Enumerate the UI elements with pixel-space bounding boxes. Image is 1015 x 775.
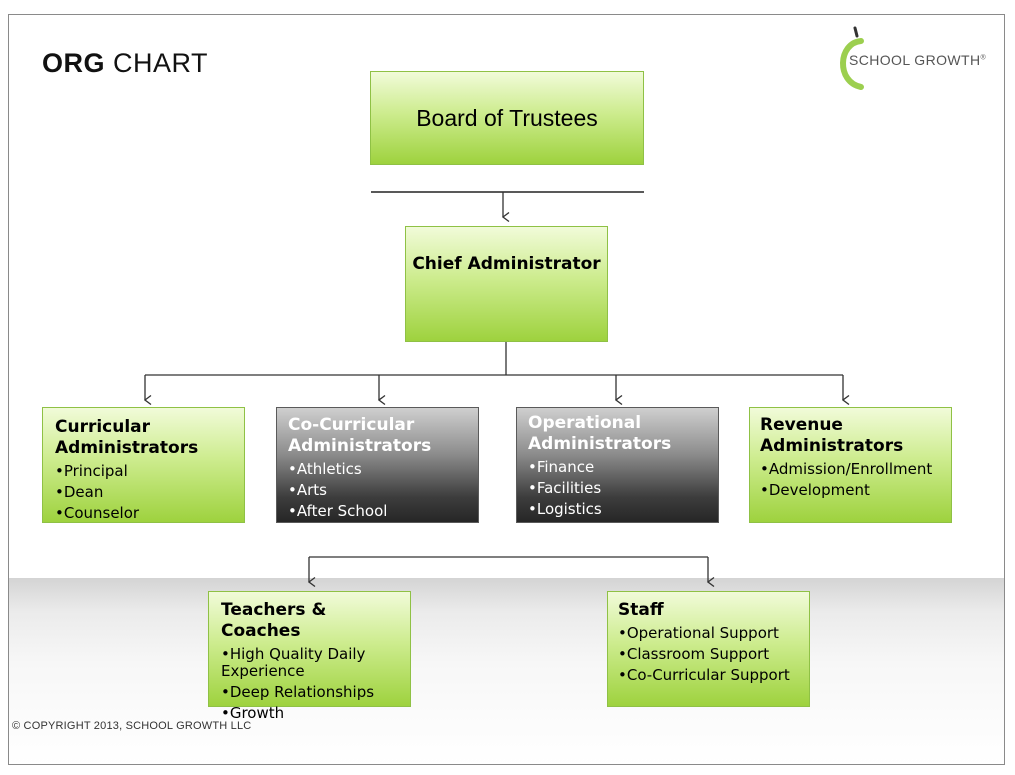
slide: ORG CHART SCHOOL GROWTH® Board of Truste… xyxy=(8,14,1005,765)
operational-item-logistics: •Logistics xyxy=(528,500,602,518)
operational-item-facilities: •Facilities xyxy=(528,479,602,497)
logo-registered-mark: ® xyxy=(980,54,987,62)
page-title: ORG CHART xyxy=(42,48,208,79)
teachers-title: Teachers & Coaches xyxy=(221,600,327,641)
teachers-item-growth: •Growth xyxy=(221,704,285,722)
cocurricular-administrators-box: Co-Curricular Administrators •Athletics … xyxy=(276,407,479,523)
cocurricular-title-2: Administrators xyxy=(288,436,432,456)
curricular-administrators-box: Curricular Administrators •Principal •De… xyxy=(42,407,245,523)
teachers-item-daily-experience: •High Quality Daily Experience xyxy=(221,645,366,680)
staff-title: Staff xyxy=(618,600,664,620)
curricular-item-principal: •Principal xyxy=(55,462,128,480)
chief-title: Chief Administrator xyxy=(412,254,601,274)
revenue-item-admission: •Admission/Enrollment xyxy=(760,460,933,478)
cocurricular-item-athletics: •Athletics xyxy=(288,460,362,478)
revenue-item-development: •Development xyxy=(760,481,870,499)
cocurricular-title-1: Co-Curricular xyxy=(288,415,415,435)
school-growth-logo: SCHOOL GROWTH® xyxy=(833,25,1003,95)
cocurricular-item-arts: •Arts xyxy=(288,481,327,499)
background-band xyxy=(9,578,1004,764)
board-of-trustees-box: Board of Trustees xyxy=(370,71,644,165)
logo-mark-icon xyxy=(840,26,864,90)
staff-item-operational: •Operational Support xyxy=(618,624,779,642)
title-bold: ORG xyxy=(42,48,106,78)
revenue-title-1: Revenue xyxy=(760,415,843,435)
operational-administrators-box: Operational Administrators •Finance •Fac… xyxy=(516,407,719,523)
operational-item-finance: •Finance xyxy=(528,458,595,476)
curricular-title-1: Curricular xyxy=(55,417,151,437)
logo-text: SCHOOL GROWTH® xyxy=(849,52,986,68)
staff-box: Staff •Operational Support •Classroom Su… xyxy=(607,591,810,707)
staff-item-classroom: •Classroom Support xyxy=(618,645,770,663)
connector-lines xyxy=(9,191,1005,765)
teachers-coaches-box: Teachers & Coaches •High Quality Daily E… xyxy=(208,591,411,722)
operational-title-2: Administrators xyxy=(528,434,672,454)
curricular-title-2: Administrators xyxy=(55,438,199,458)
logo-name: SCHOOL GROWTH xyxy=(849,52,981,68)
cocurricular-item-after-school: •After School xyxy=(288,502,388,520)
copyright-notice: © COPYRIGHT 2013, SCHOOL GROWTH LLC xyxy=(12,720,252,732)
teachers-item-relationships: •Deep Relationships xyxy=(221,683,375,701)
curricular-item-counselor: •Counselor xyxy=(55,504,140,522)
operational-title-1: Operational xyxy=(528,413,642,433)
revenue-title-2: Administrators xyxy=(760,436,904,456)
staff-item-cocurricular: •Co-Curricular Support xyxy=(618,666,790,684)
board-title: Board of Trustees xyxy=(416,104,598,131)
chief-administrator-box: Chief Administrator xyxy=(405,226,608,342)
curricular-item-dean: •Dean xyxy=(55,483,104,501)
revenue-administrators-box: Revenue Administrators •Admission/Enroll… xyxy=(749,407,952,523)
title-rest: CHART xyxy=(113,48,209,78)
